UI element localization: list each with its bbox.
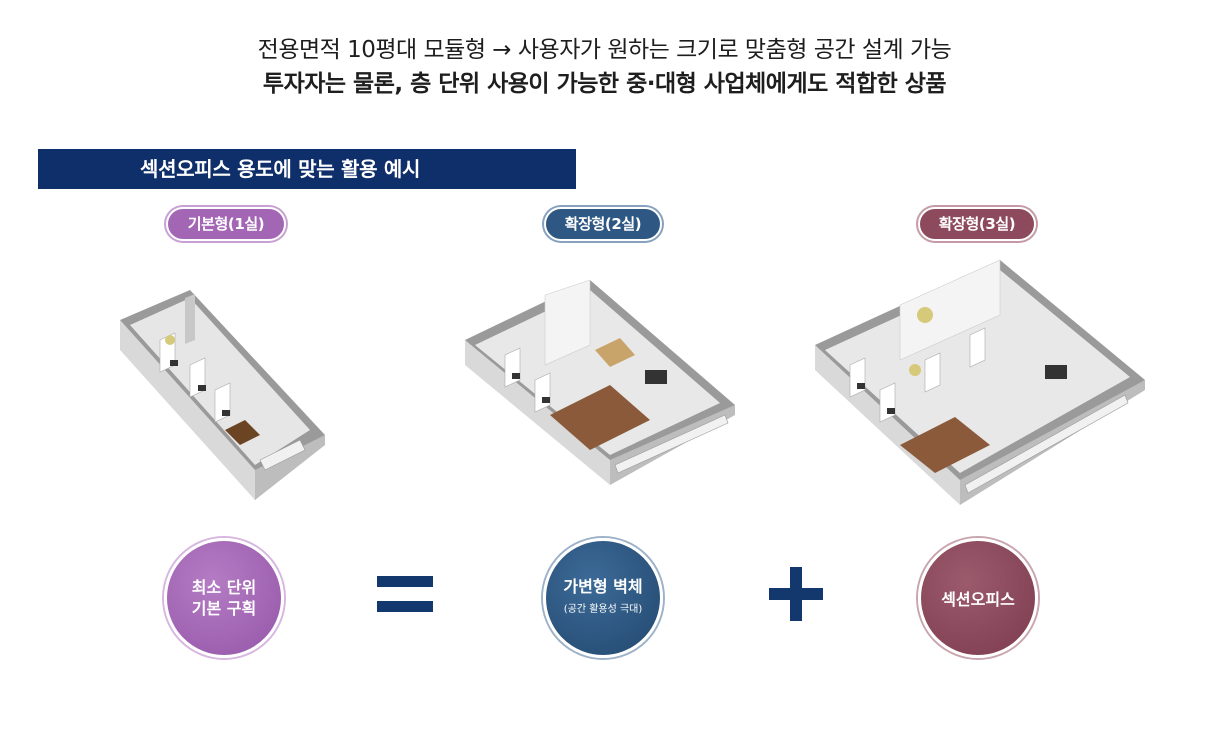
circle-variable-wall-title: 가변형 벽체 (563, 576, 643, 596)
headline-line-2: 투자자는 물론, 층 단위 사용이 가능한 중·대형 사업체에게도 적합한 상품 (262, 71, 947, 97)
floorplan-expanded-3-image (815, 259, 1145, 505)
plus-icon (769, 567, 823, 621)
headline-line-1: 전용면적 10평대 모듈형 → 사용자가 원하는 크기로 맞춤형 공간 설계 가… (257, 37, 952, 63)
circle-basic-line1: 최소 단위 (191, 578, 257, 597)
type-pill-expanded-3: 확장형(3실) (918, 207, 1036, 241)
floorplan-expanded-2-image (465, 279, 735, 485)
circle-variable-wall: 가변형 벽체 (공간 활용성 극대) (543, 538, 663, 658)
circle-basic-line2: 기본 구획 (191, 599, 257, 618)
section-banner: 섹션오피스 용도에 맞는 활용 예시 (38, 149, 576, 189)
floorplan-basic-image (120, 290, 325, 500)
circle-section-office: 섹션오피스 (918, 538, 1038, 658)
circle-basic-unit: 최소 단위 기본 구획 (164, 538, 284, 658)
type-pill-basic: 기본형(1실) (166, 207, 286, 241)
circle-section-office-label: 섹션오피스 (941, 590, 1015, 609)
type-pill-expanded-2: 확장형(2실) (544, 207, 662, 241)
circle-variable-wall-sub: (공간 활용성 극대) (563, 603, 643, 615)
equals-icon (377, 576, 433, 612)
